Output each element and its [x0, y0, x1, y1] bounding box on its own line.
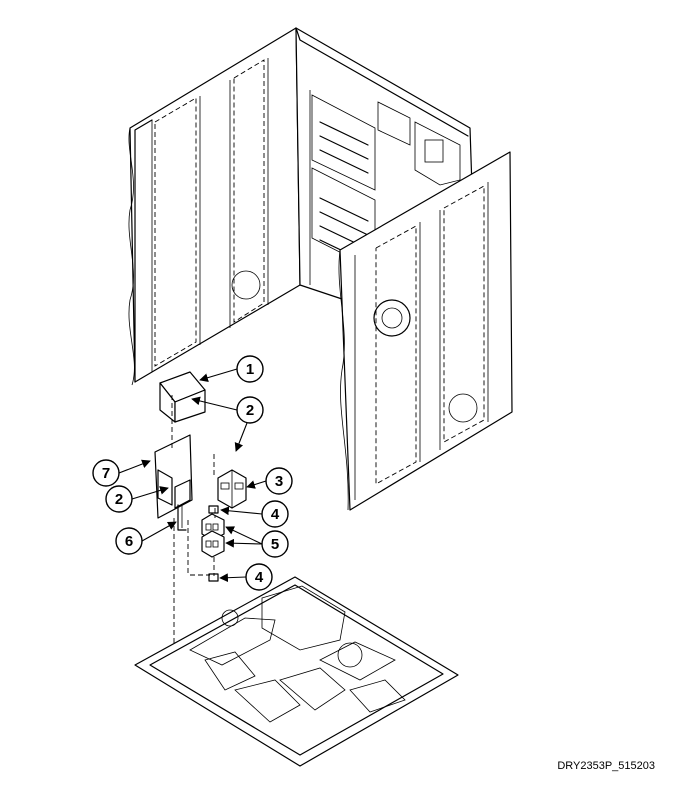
callout-7: 7	[92, 459, 151, 487]
alignment-lines	[171, 395, 216, 670]
mounting-plate-part	[154, 434, 193, 519]
svg-text:3: 3	[275, 473, 283, 490]
relay-part	[217, 469, 247, 509]
callout-1: 1	[199, 355, 264, 383]
svg-text:6: 6	[125, 533, 133, 550]
svg-text:2: 2	[115, 491, 123, 508]
svg-text:2: 2	[246, 402, 254, 419]
callout-2-upper: 2	[191, 396, 264, 452]
switch-parts	[201, 513, 225, 558]
base-pan	[134, 576, 459, 767]
svg-text:7: 7	[102, 465, 110, 482]
callout-2-lower: 2	[105, 485, 169, 513]
callout-3: 3	[246, 467, 293, 495]
connector-parts	[208, 505, 219, 582]
callout-6: 6	[115, 521, 177, 555]
harness-clip-part	[177, 504, 187, 531]
cabinet-left-panel	[128, 27, 301, 386]
cabinet-back-panel	[295, 27, 473, 301]
callout-4-lower: 4	[219, 563, 273, 591]
diagram-id-label: DRY2353P_515203	[557, 760, 655, 772]
svg-text:5: 5	[271, 536, 279, 553]
callout-5: 5	[225, 526, 289, 558]
bracket-part	[159, 371, 206, 423]
svg-text:4: 4	[255, 569, 264, 586]
svg-text:1: 1	[246, 361, 254, 378]
cabinet-right-panel	[338, 151, 513, 511]
svg-text:4: 4	[271, 506, 280, 523]
callout-4-upper: 4	[220, 500, 289, 528]
